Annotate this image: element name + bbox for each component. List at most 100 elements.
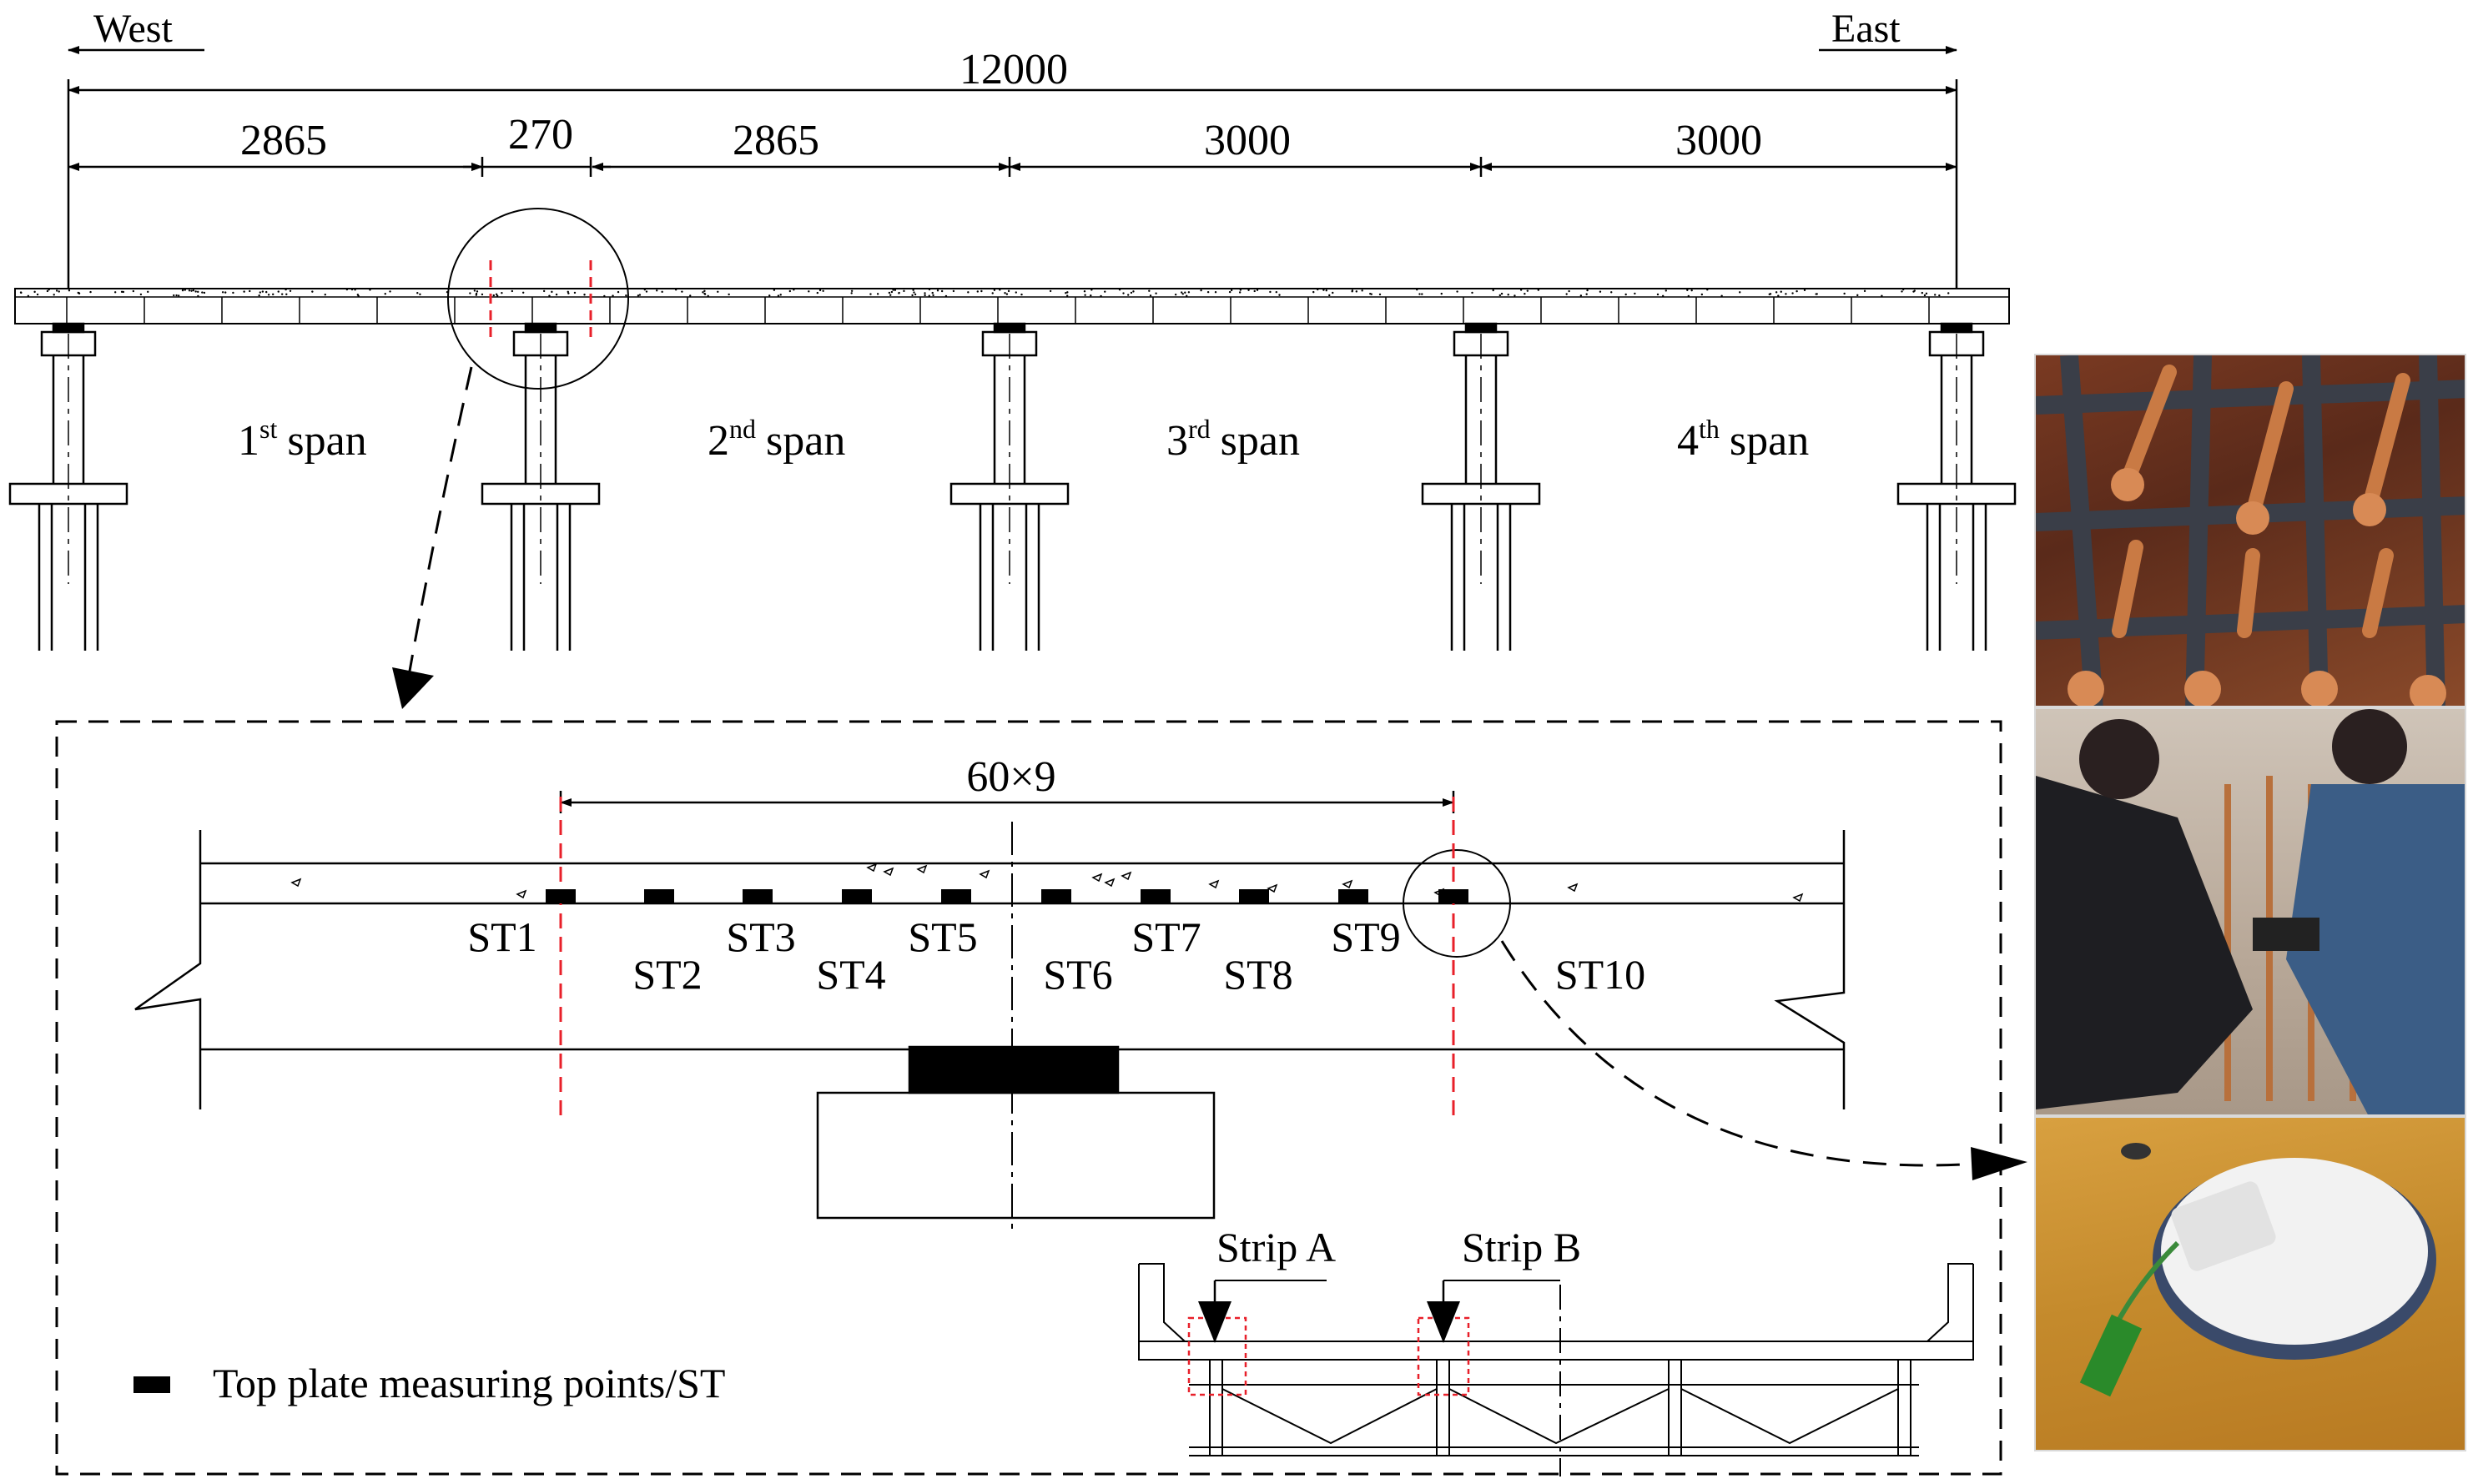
aggregate-dot xyxy=(1769,293,1772,295)
aggregate-dot xyxy=(703,293,707,295)
aggregate-dot xyxy=(1579,294,1583,297)
bearing-pad xyxy=(908,1045,1120,1094)
aggregate-dot xyxy=(583,294,586,296)
measuring-point-label: ST4 xyxy=(816,951,885,998)
aggregate-dot xyxy=(542,289,546,293)
aggregate-dot xyxy=(1500,292,1503,295)
measuring-point-mark xyxy=(1438,889,1468,903)
aggregate-dot xyxy=(707,294,709,298)
aggregate-dot xyxy=(892,289,894,291)
aggregate-dot xyxy=(1083,290,1086,293)
measuring-point-label: ST10 xyxy=(1555,951,1645,998)
strip-a-arrow xyxy=(1198,1301,1231,1343)
aggregate-dot xyxy=(643,288,647,291)
photo-sensor xyxy=(2034,1116,2466,1451)
aggregate-dot xyxy=(1661,294,1665,298)
aggregate-dot xyxy=(816,291,819,294)
dim-span1: 2865 xyxy=(240,117,327,164)
pier xyxy=(949,322,1070,651)
aggregate-dot xyxy=(548,294,551,297)
aggregate-dot xyxy=(113,291,117,294)
aggregate-dot xyxy=(1239,289,1242,291)
aggregate-dot xyxy=(1921,291,1924,294)
aggregate-dot xyxy=(1524,293,1526,295)
aggregate-dot xyxy=(272,293,274,296)
aggregate-mark xyxy=(1342,879,1353,889)
aggregate-dot xyxy=(1278,294,1281,296)
aggregate-dot xyxy=(1118,288,1121,291)
measuring-point-label: ST7 xyxy=(1131,913,1201,960)
aggregate-dot xyxy=(1418,293,1421,295)
pile-cap xyxy=(481,482,601,506)
aggregate-mark xyxy=(1267,883,1278,893)
aggregate-dot xyxy=(188,289,191,292)
aggregate-dot xyxy=(702,291,704,294)
aggregate-dot xyxy=(473,289,476,292)
pile-cap xyxy=(8,482,128,506)
measuring-point-label: ST3 xyxy=(726,913,795,960)
aggregate-dot xyxy=(1599,290,1602,293)
zoom-leader xyxy=(407,366,473,677)
aggregate-dot xyxy=(1065,292,1067,294)
aggregate-dot xyxy=(48,288,50,291)
aggregate-dot xyxy=(928,288,931,291)
aggregate-dot xyxy=(1934,294,1937,296)
aggregate-dot xyxy=(197,290,199,294)
label-strip-a: Strip A xyxy=(1216,1224,1336,1270)
aggregate-dot xyxy=(1200,289,1202,292)
aggregate-dot xyxy=(773,289,776,291)
aggregate-dot xyxy=(345,288,349,291)
aggregate-dot xyxy=(1180,291,1183,294)
aggregate-dot xyxy=(869,293,872,295)
aggregate-dot xyxy=(1148,289,1151,292)
aggregate-dot xyxy=(1230,289,1233,292)
aggregate-dot xyxy=(914,293,917,296)
aggregate-dot xyxy=(181,289,184,292)
aggregate-dot xyxy=(1184,291,1186,294)
aggregate-dot xyxy=(645,290,648,293)
aggregate-dot xyxy=(728,293,730,296)
aggregate-dot xyxy=(389,290,391,293)
aggregate-dot xyxy=(924,294,926,297)
dim-detail: 60×9 xyxy=(966,753,1055,801)
pier-bearing xyxy=(52,322,85,334)
aggregate-dot xyxy=(1925,292,1928,295)
strip-b-arrow xyxy=(1427,1301,1460,1343)
aggregate-dot xyxy=(1526,289,1529,292)
aggregate-dot xyxy=(1796,289,1798,293)
aggregate-dot xyxy=(1777,294,1780,297)
aggregate-dot xyxy=(1020,293,1023,296)
aggregate-dot xyxy=(384,293,386,295)
aggregate-dot xyxy=(521,291,525,294)
aggregate-dot xyxy=(1100,294,1102,298)
aggregate-mark xyxy=(1567,883,1579,893)
aggregate-dot xyxy=(1498,294,1501,297)
pier xyxy=(1421,322,1541,651)
aggregate-dot xyxy=(1317,288,1319,291)
pile-cap xyxy=(1421,482,1541,506)
aggregate-dot xyxy=(1856,294,1859,297)
aggregate-dot xyxy=(793,289,795,291)
aggregate-dot xyxy=(280,293,284,295)
label-strip-b: Strip B xyxy=(1462,1224,1581,1270)
aggregate-dot xyxy=(147,290,149,294)
measuring-point-mark xyxy=(1239,889,1269,903)
aggregate-dot xyxy=(637,294,640,297)
aggregate-dot xyxy=(501,291,503,294)
aggregate-dot xyxy=(1440,292,1443,295)
aggregate-dot xyxy=(1902,288,1905,291)
aggregate-dot xyxy=(27,294,30,298)
zoom-leader-arrowhead xyxy=(392,667,434,709)
aggregate-dot xyxy=(944,294,948,298)
aggregate-dot xyxy=(850,289,854,292)
aggregate-dot xyxy=(890,290,894,294)
aggregate-dot xyxy=(1720,294,1723,297)
aggregate-dot xyxy=(1269,290,1272,294)
aggregate-dot xyxy=(991,292,994,294)
aggregate-dot xyxy=(993,289,996,291)
aggregate-dot xyxy=(46,289,49,293)
aggregate-dot xyxy=(924,292,926,294)
legend-text: Top plate measuring points/ST xyxy=(213,1360,725,1406)
photo-workers xyxy=(2034,707,2466,1116)
aggregate-dot xyxy=(122,290,125,294)
